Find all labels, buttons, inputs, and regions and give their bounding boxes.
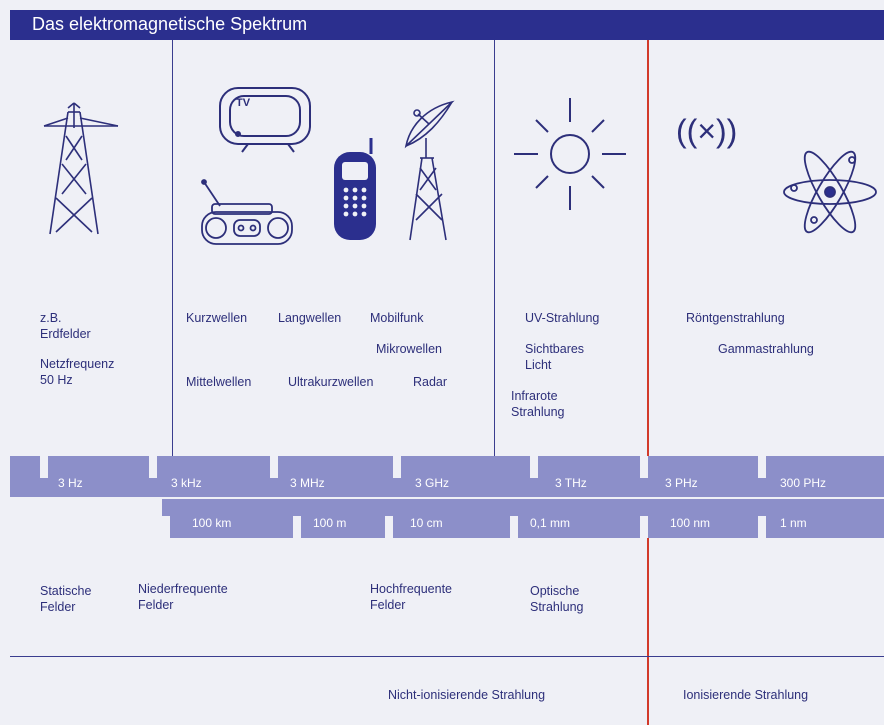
tv-icon: TV [219,87,311,153]
wave-notch [162,516,170,538]
label-ionizing: Ionisierende Strahlung [683,688,809,702]
freq-notch [530,456,538,478]
label-infrared: Infrarote Strahlung [511,389,565,419]
bottom-divider [10,656,884,657]
wavelength-label: 0,1 mm [530,516,571,530]
label-non-ionizing: Nicht-ionisierende Strahlung [388,688,546,702]
wave-notch [510,516,518,538]
wave-notch [758,516,766,538]
label-static-fields: Statische Felder [40,584,92,614]
xray-symbol: ((×)) [676,113,737,149]
wave-notch [293,516,301,538]
label-uv: UV-Strahlung [525,311,600,325]
label-mittelwellen: Mittelwellen [186,375,252,389]
wavelength-label: 100 nm [670,516,711,530]
label-optical-radiation: Optische Strahlung [530,584,584,614]
freq-label: 3 MHz [290,476,325,490]
title-bar: Das elektromagnetische Spektrum [10,10,884,40]
label-mobilfunk: Mobilfunk [370,311,424,325]
radio-cassette-icon [201,179,293,245]
label-mains-frequency: Netzfrequenz 50 Hz [40,357,115,387]
tv-label: TV [236,97,251,109]
band-row-separator [10,497,884,499]
freq-label: 3 GHz [415,476,450,490]
atom-icon [783,150,877,234]
power-pylon-icon [43,102,119,235]
label-radar: Radar [413,375,448,389]
freq-notch [758,456,766,478]
label-xray: Röntgenstrahlung [686,311,785,325]
divider-static-radio [172,40,173,456]
radar-dish-icon [404,100,455,241]
freq-label: 3 THz [555,476,587,490]
label-ultrakurzwellen: Ultrakurzwellen [288,375,374,389]
xray-waves-icon: ((×)) [676,113,737,149]
freq-notch [149,456,157,478]
wave-notch [640,516,648,538]
label-kurzwellen: Kurzwellen [186,311,248,325]
page-title: Das elektromagnetische Spektrum [32,14,308,34]
mobile-phone-icon [334,138,376,240]
freq-notch [393,456,401,478]
label-visible-light: Sichtbares Licht [525,342,585,372]
spectrum-band: 3 Hz 3 kHz 3 MHz 3 GHz 3 THz 3 PHz 300 P… [10,456,884,538]
label-high-frequency-fields: Hochfrequente Felder [370,582,453,612]
label-low-frequency-fields: Niederfrequente Felder [138,582,228,612]
wavelength-label: 1 nm [780,516,807,530]
label-mikrowellen: Mikrowellen [376,342,442,356]
label-earth-fields: z.B. Erdfelder [40,311,91,341]
divider-radio-optical [494,40,495,456]
wave-notch [385,516,393,538]
sun-icon [514,98,626,210]
freq-notch [40,456,48,478]
wavelength-empty-area [10,499,162,538]
label-gamma: Gammastrahlung [718,342,814,356]
freq-label: 3 kHz [171,476,202,490]
ionizing-boundary-line [647,40,649,725]
freq-label: 300 PHz [780,476,827,490]
freq-notch [270,456,278,478]
label-langwellen: Langwellen [278,311,342,325]
freq-notch [640,456,648,478]
freq-label: 3 Hz [58,476,83,490]
wavelength-label: 100 m [313,516,347,530]
wavelength-label: 100 km [192,516,232,530]
freq-label: 3 PHz [665,476,698,490]
wavelength-label: 10 cm [410,516,443,530]
